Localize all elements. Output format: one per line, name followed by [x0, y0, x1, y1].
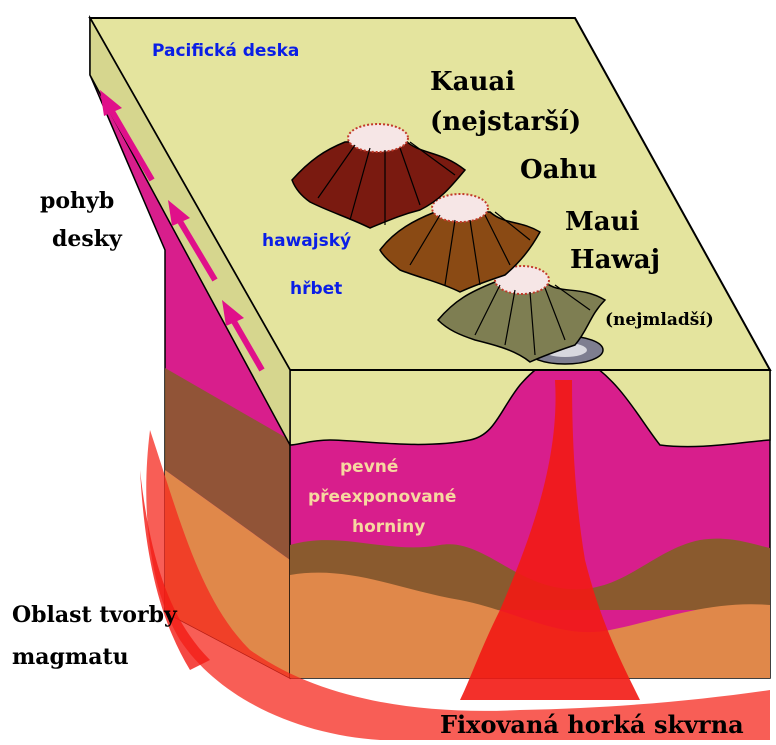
label-rock-2: přeexponované: [308, 487, 456, 507]
label-oahu: Oahu: [520, 155, 597, 185]
label-motion-1: pohyb: [40, 188, 114, 214]
label-magma-1: Oblast tvorby: [12, 602, 178, 628]
label-hawaii: Hawaj: [570, 245, 660, 275]
label-youngest: (nejmladší): [605, 310, 714, 330]
label-oldest: (nejstarší): [430, 107, 581, 137]
label-ridge-2: hřbet: [290, 279, 342, 299]
crater-maui: [432, 194, 488, 222]
label-rock-1: pevné: [340, 457, 398, 477]
label-plate: Pacifická deska: [152, 41, 299, 61]
label-magma-2: magmatu: [12, 644, 129, 670]
label-kauai: Kauai: [430, 67, 515, 97]
label-maui: Maui: [565, 207, 640, 237]
crater-kauai: [348, 124, 408, 152]
label-rock-3: horniny: [352, 517, 425, 537]
label-ridge-1: hawajský: [262, 231, 351, 251]
label-motion-2: desky: [52, 226, 123, 252]
label-hotspot: Fixovaná horká skvrna: [440, 710, 744, 739]
